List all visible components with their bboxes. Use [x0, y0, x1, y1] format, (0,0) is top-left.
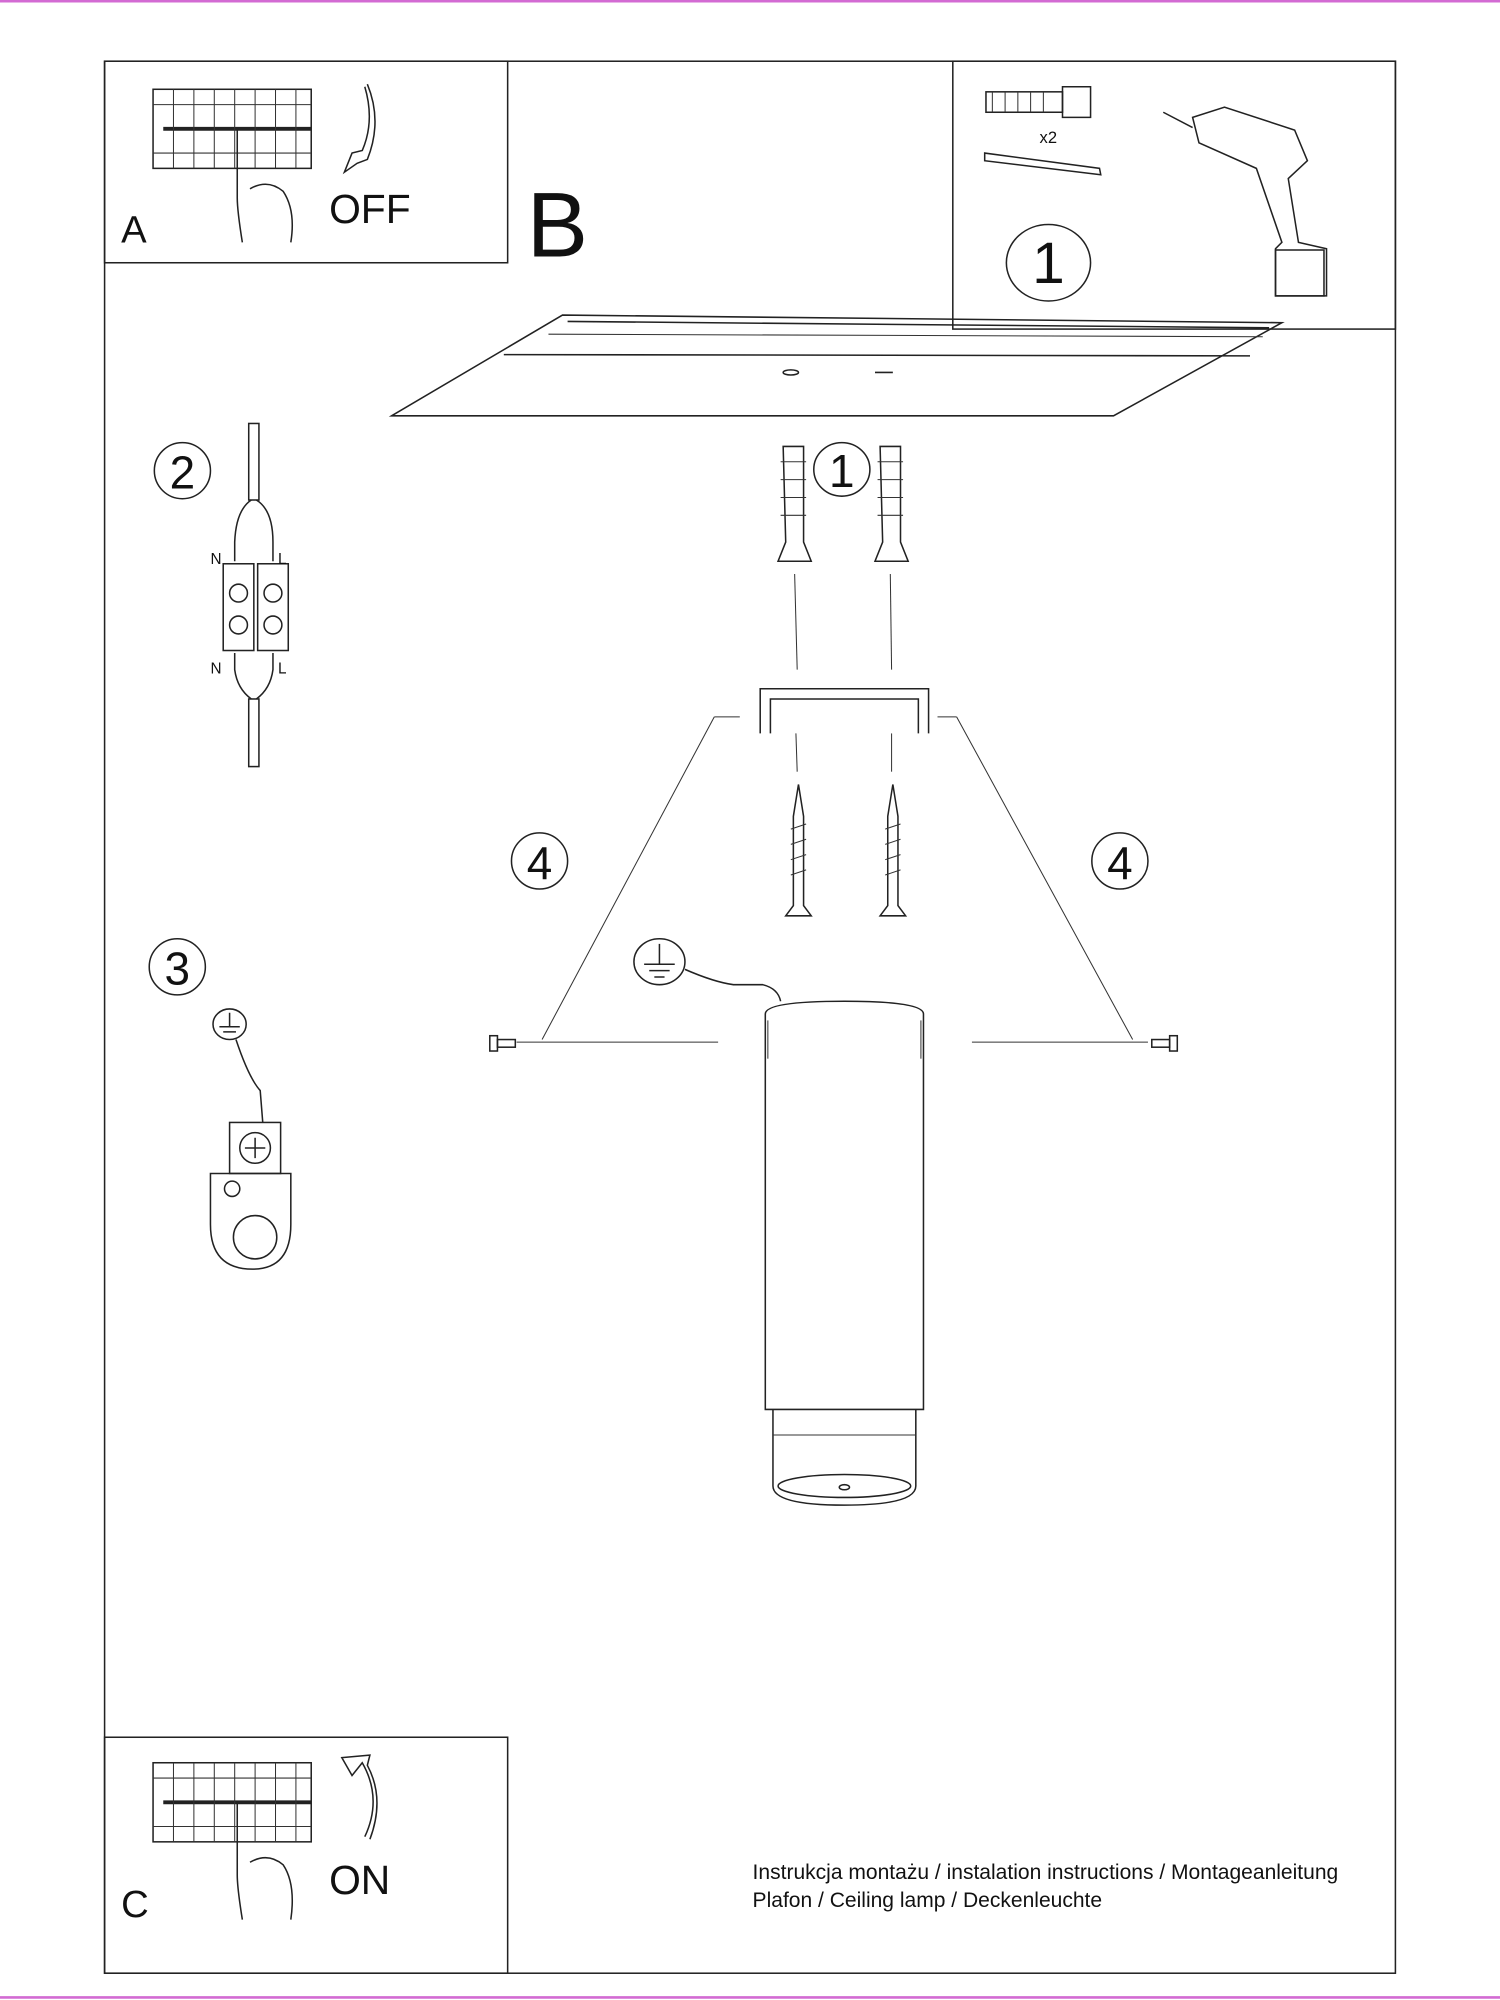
outer-frame [103, 60, 1397, 1974]
hand-icon [236, 127, 294, 243]
screw-step-left: 4 [527, 837, 553, 889]
step-circle [510, 832, 569, 890]
screw-step-right: 4 [1107, 837, 1133, 889]
wiring-diagram [222, 422, 290, 768]
panel-a-action: OFF [329, 186, 411, 232]
drill-icon [1162, 106, 1328, 297]
panel-a-switch-off: A OFF [103, 60, 509, 264]
ground-clamp [209, 1121, 292, 1270]
wood-screw-right [878, 784, 908, 917]
ground-step-number: 3 [165, 943, 191, 995]
panel-c-switch-on: C ON [103, 1736, 509, 1974]
step-circle [1091, 832, 1149, 890]
breaker-panel-icon [152, 1761, 312, 1843]
step-circle [813, 441, 871, 497]
ground-wire [684, 968, 782, 1002]
wood-screw-left [784, 784, 813, 917]
live-label-top: L [278, 551, 287, 568]
ceiling-plate [388, 314, 1285, 417]
wall-plug-left [776, 445, 813, 562]
guide-lines [794, 573, 893, 772]
tools-panel: x2 1 [952, 60, 1397, 330]
footer-subtitle: Plafon / Ceiling lamp / Deckenleuchte [753, 1889, 1103, 1912]
panel-b-label: B [527, 174, 588, 276]
side-screw-left [489, 1034, 517, 1052]
live-label-bottom: L [278, 660, 287, 677]
tools-box [952, 60, 1397, 330]
wiring-step-number: 2 [170, 447, 196, 499]
assembly-lines [516, 716, 1148, 1043]
panel-c-action: ON [329, 1857, 390, 1903]
footer-title: Instrukcja montażu / instalation instruc… [753, 1861, 1339, 1884]
arrow-up-icon [340, 1754, 378, 1840]
ground-symbol-icon [633, 938, 686, 986]
mounting-bracket [759, 688, 930, 734]
step-circle [148, 938, 207, 996]
ground-wire [235, 1039, 264, 1123]
panel-c-label: C [121, 1883, 149, 1926]
lamp-cylinder [764, 1000, 925, 1506]
breaker-panel-icon [152, 88, 312, 170]
wall-plug-right [873, 445, 910, 562]
panel-a-label: A [121, 208, 147, 251]
side-screw-right [1151, 1034, 1179, 1052]
wall-plug-icon [985, 85, 1092, 119]
tools-step-number: 1 [1032, 231, 1065, 296]
ground-symbol-icon [212, 1008, 247, 1041]
hand-icon [236, 1801, 294, 1920]
quantity-label: x2 [1040, 128, 1058, 147]
step-circle [1005, 223, 1092, 302]
neutral-label-top: N [210, 551, 221, 568]
panel-a-box [103, 60, 509, 264]
screw-icon [983, 152, 1102, 176]
arrow-down-icon [342, 83, 376, 175]
anchor-step-number: 1 [829, 445, 855, 497]
panel-c-box [103, 1736, 509, 1974]
step-circle [153, 441, 212, 500]
neutral-label-bottom: N [210, 660, 221, 677]
